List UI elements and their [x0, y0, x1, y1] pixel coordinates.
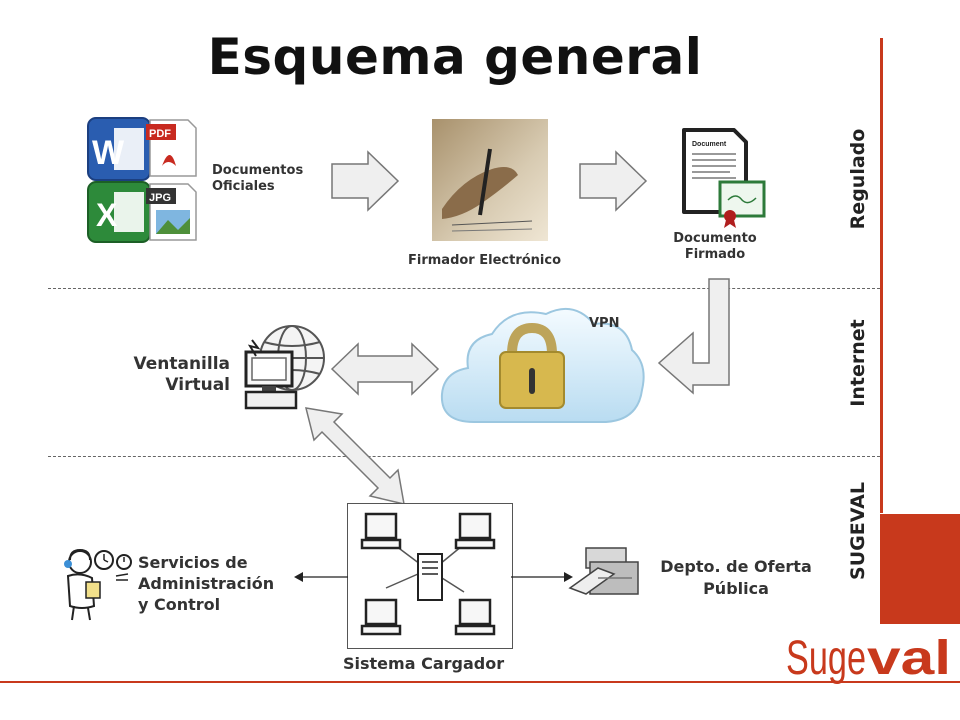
vpn-label: VPN	[589, 316, 620, 331]
zone-label-internet: Internet	[847, 319, 869, 407]
zone-separator-top	[48, 288, 880, 289]
support-person-icon	[58, 548, 132, 622]
excel-icon: X	[87, 181, 151, 243]
word-icon: W	[87, 117, 151, 181]
documento-firmado-label: Documento Firmado	[673, 231, 757, 262]
sugeval-logo-graphic: Suge val	[786, 632, 951, 685]
arrow-to-firmador	[330, 150, 402, 216]
zone-separator-bottom	[48, 456, 880, 457]
svg-text:val: val	[867, 632, 951, 685]
svg-text:PDF: PDF	[149, 128, 171, 140]
footer-line	[0, 681, 960, 683]
svg-text:Document: Document	[692, 141, 727, 148]
arrow-to-servicios	[294, 569, 350, 588]
signed-document-icon: Document	[680, 128, 770, 228]
arrow-to-vpn	[655, 278, 745, 404]
office-documents-icon: W PDF X JPG	[84, 114, 204, 246]
ventanilla-virtual-label: Ventanilla Virtual	[133, 354, 230, 395]
firmador-label: Firmador Electrónico	[408, 253, 562, 268]
svg-text:W: W	[92, 134, 125, 172]
firmador-signing-image	[432, 119, 548, 241]
arrow-to-documento-firmado	[578, 150, 650, 216]
pdf-icon: PDF	[146, 119, 197, 177]
brand-red-block	[880, 514, 960, 624]
depto-printer-icon	[568, 544, 640, 598]
zone-label-regulado: Regulado	[847, 128, 869, 230]
sugeval-logo: Suge val	[784, 626, 954, 686]
servicios-label: Servicios de Administración y Control	[138, 553, 275, 614]
jpg-icon: JPG	[146, 183, 197, 241]
sistema-cargador-label: Sistema Cargador	[343, 654, 505, 673]
vpn-cloud-icon	[434, 302, 650, 438]
arrow-to-depto	[511, 569, 575, 588]
svg-text:JPG: JPG	[149, 192, 171, 204]
svg-text:Suge: Suge	[786, 632, 866, 685]
web-computer-globe-icon	[232, 322, 332, 414]
brand-divider-line	[880, 38, 883, 513]
zone-label-sugeval: SUGEVAL	[847, 482, 869, 580]
double-arrow-vpn-ventanilla	[330, 342, 440, 400]
svg-text:X: X	[96, 197, 118, 233]
diagram-title: Esquema general	[207, 28, 703, 86]
depto-oferta-label: Depto. de Oferta Pública	[660, 557, 812, 598]
double-arrow-ventanilla-sistema	[300, 404, 410, 512]
documentos-oficiales-label: Documentos Oficiales	[212, 163, 304, 194]
sistema-cargador-network	[347, 503, 513, 649]
